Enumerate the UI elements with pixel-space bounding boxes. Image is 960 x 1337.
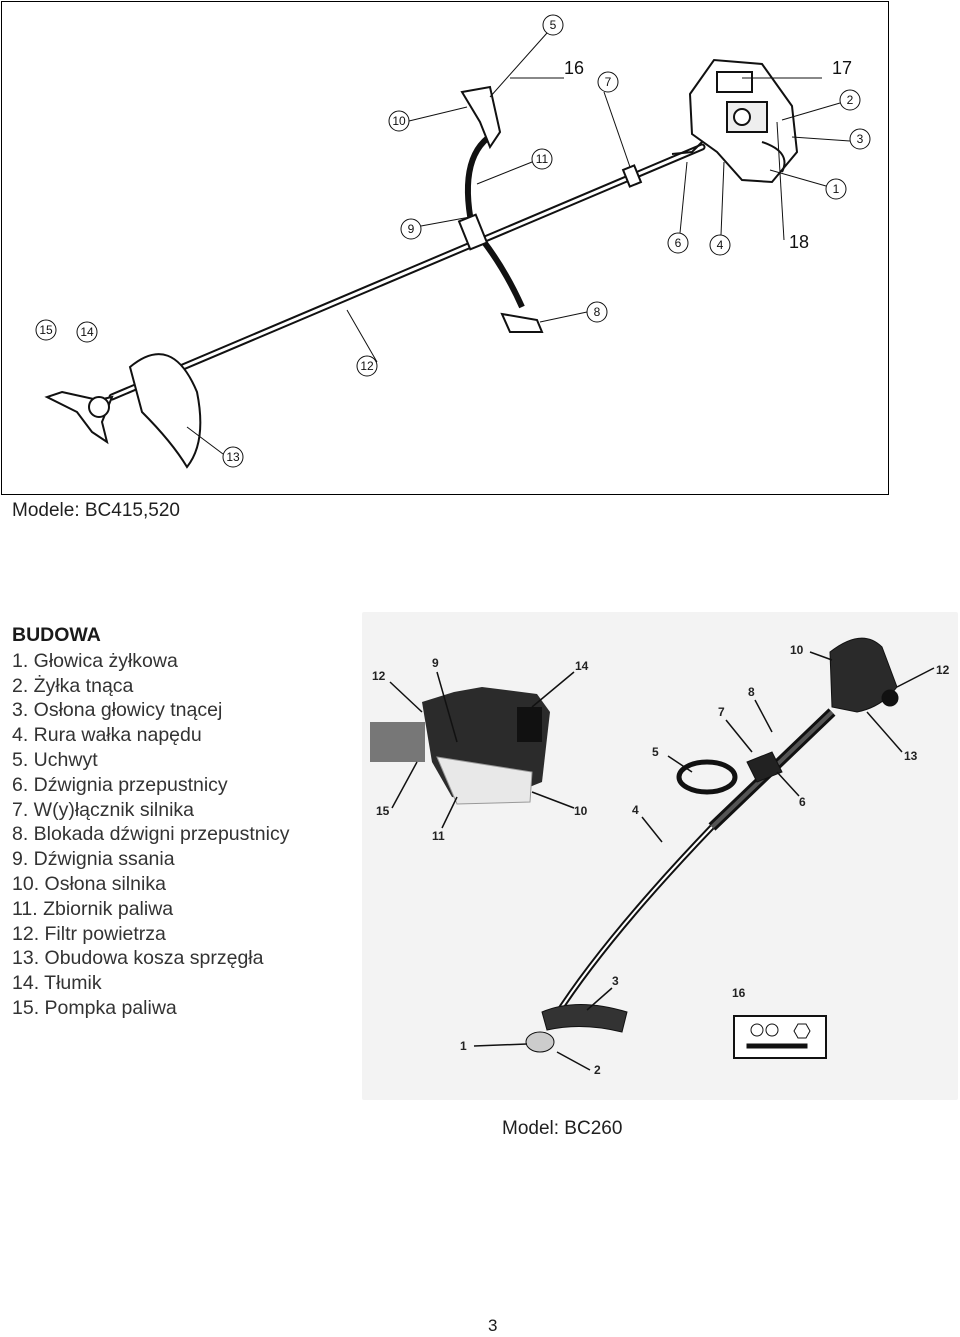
callout-14: 14 [575, 659, 589, 673]
bc260-diagram: 12 9 14 15 11 10 10 12 8 7 13 5 6 4 3 16… [370, 637, 950, 1077]
brushcutter-diagram: 5 7 2 3 1 10 11 9 6 4 8 15 14 12 13 16 1… [35, 14, 871, 469]
leader-lines-top [186, 32, 851, 455]
parts-list-item: 2. Żyłka tnąca [12, 674, 134, 697]
callout-14 [76, 321, 98, 343]
engine-inset-drawing [370, 687, 550, 805]
parts-list-heading: BUDOWA [12, 624, 101, 646]
callout-8: 8 [748, 685, 755, 699]
bottom-figure-caption: Model: BC260 [502, 1118, 623, 1139]
callout-5 [542, 14, 564, 36]
leader-lines-bottom [389, 651, 935, 1071]
callout-18: 18 [789, 232, 809, 252]
parts-list-item: 7. W(y)łącznik silnika [12, 798, 195, 821]
throttle-handle-drawing [460, 85, 502, 150]
callout-9 [400, 218, 422, 240]
bc260-photo: 12 9 14 15 11 10 10 12 8 7 13 5 6 4 3 16… [362, 612, 958, 1100]
callout-15 [35, 319, 57, 341]
callout-label: 5 [550, 18, 557, 32]
callout-label: 7 [605, 75, 612, 89]
callout-10: 10 [790, 643, 804, 657]
callout-11 [531, 148, 553, 170]
callout-13 [222, 446, 244, 468]
callout-1 [825, 178, 847, 200]
callout-4: 4 [632, 803, 639, 817]
callouts-top [35, 14, 871, 468]
callout-label: 4 [717, 238, 724, 252]
callout-3: 3 [612, 974, 619, 988]
callout-10: 10 [574, 804, 588, 818]
callout-label: 2 [847, 93, 854, 107]
callout-4 [709, 234, 731, 256]
parts-list-item: 11. Zbiornik paliwa [12, 897, 174, 920]
callout-6 [667, 232, 689, 254]
callout-label: 14 [80, 325, 94, 339]
callout-label: 15 [39, 323, 53, 337]
callout-label: 9 [408, 222, 415, 236]
parts-list-item: 5. Uchwyt [12, 748, 98, 771]
callout-12: 12 [936, 663, 950, 677]
parts-list-item: 4. Rura wałka napędu [12, 724, 202, 747]
parts-list-item: 8. Blokada dźwigni przepustnicy [12, 823, 290, 846]
callout-label: 10 [392, 114, 406, 128]
callout-3 [849, 128, 871, 150]
parts-list-item: 13. Obudowa kosza sprzęgła [12, 947, 264, 970]
top-figure-caption: Modele: BC415,520 [12, 500, 180, 521]
callout-12 [356, 355, 378, 377]
callout-17: 17 [832, 58, 852, 78]
accessory-pack-drawing [733, 1015, 827, 1059]
bc260-trimmer-drawing [525, 637, 899, 1053]
parts-list-item: 6. Dźwignia przepustnicy [12, 773, 228, 796]
parts-list-item: 1. Głowica żyłkowa [12, 649, 178, 672]
callout-5: 5 [652, 745, 659, 759]
parts-list-item: 14. Tłumik [12, 972, 102, 995]
callout-6: 6 [799, 795, 806, 809]
top-figure-frame: 5 7 2 3 1 10 11 9 6 4 8 15 14 12 13 16 1… [1, 1, 889, 495]
lower-grip-drawing [500, 312, 544, 333]
callout-7: 7 [718, 705, 725, 719]
engine-drawing [671, 58, 799, 184]
callout-1: 1 [460, 1039, 467, 1053]
callout-7 [597, 71, 619, 93]
page-number: 3 [488, 1316, 498, 1335]
callout-label: 13 [226, 450, 240, 464]
callout-15: 15 [376, 804, 390, 818]
callout-16: 16 [564, 58, 584, 78]
parts-list-item: 10. Osłona silnika [12, 872, 166, 895]
parts-list-item: 3. Osłona głowicy tnącej [12, 699, 223, 722]
parts-list-item: 9. Dźwignia ssania [12, 848, 175, 871]
callout-9: 9 [432, 656, 439, 670]
callout-label: 6 [675, 236, 682, 250]
callout-label: 12 [360, 359, 374, 373]
parts-list: BUDOWA 1. Głowica żyłkowa 2. Żyłka tnąca… [12, 623, 290, 1021]
parts-list-item: 12. Filtr powietrza [12, 922, 166, 945]
callout-label: 3 [857, 132, 864, 146]
callout-label: 1 [833, 182, 840, 196]
callout-2 [839, 89, 861, 111]
callout-12: 12 [372, 669, 386, 683]
callout-13: 13 [904, 749, 918, 763]
callout-2: 2 [594, 1063, 601, 1077]
callout-label: 11 [536, 152, 549, 166]
callout-11: 11 [432, 829, 445, 843]
callout-label: 8 [594, 305, 601, 319]
parts-list-item: 15. Pompka paliwa [12, 996, 177, 1019]
callout-16: 16 [732, 986, 746, 1000]
guard-drawing [128, 353, 202, 469]
